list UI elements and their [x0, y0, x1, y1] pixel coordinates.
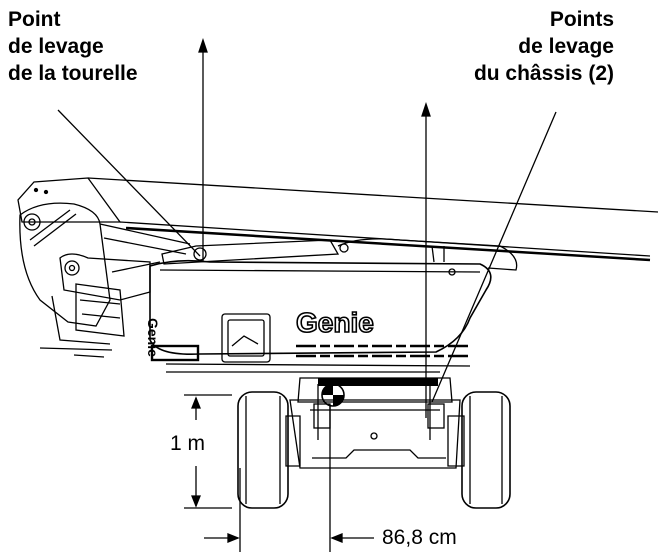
turret-details — [150, 313, 471, 373]
genie-side-logo: Genie — [145, 318, 161, 357]
chassis-label-line-3: du châssis (2) — [473, 62, 614, 85]
chassis-lift-points-label: Points de levage du châssis (2) — [474, 6, 614, 87]
turret-label-line-3: de la tourelle — [8, 62, 138, 85]
chassis — [285, 377, 465, 469]
left-wheel — [237, 391, 289, 509]
turret-label-line-2: de levage — [8, 35, 104, 58]
height-dimension — [184, 394, 232, 509]
arm-linkage — [19, 202, 191, 358]
offset-dimension-label: 86,8 cm — [382, 526, 457, 549]
chassis-label-line-1: Points — [549, 8, 614, 31]
turret-label-line-1: Point — [8, 8, 61, 31]
genie-logo: Genie — [296, 307, 374, 338]
turret-lift-arrow — [198, 37, 208, 262]
right-wheel — [461, 391, 511, 509]
center-of-gravity-symbol — [321, 383, 345, 407]
chassis-label-line-2: de levage — [518, 35, 614, 58]
turret-lift-point-label: Point de levage de la tourelle — [8, 6, 138, 87]
boom — [17, 177, 658, 262]
chassis-leader-line — [431, 111, 557, 403]
chassis-lift-arrow — [421, 101, 431, 418]
turret-leader-line — [57, 109, 201, 257]
turret-cover — [149, 238, 518, 356]
height-dimension-label: 1 m — [170, 432, 206, 455]
offset-dimension — [204, 406, 374, 552]
